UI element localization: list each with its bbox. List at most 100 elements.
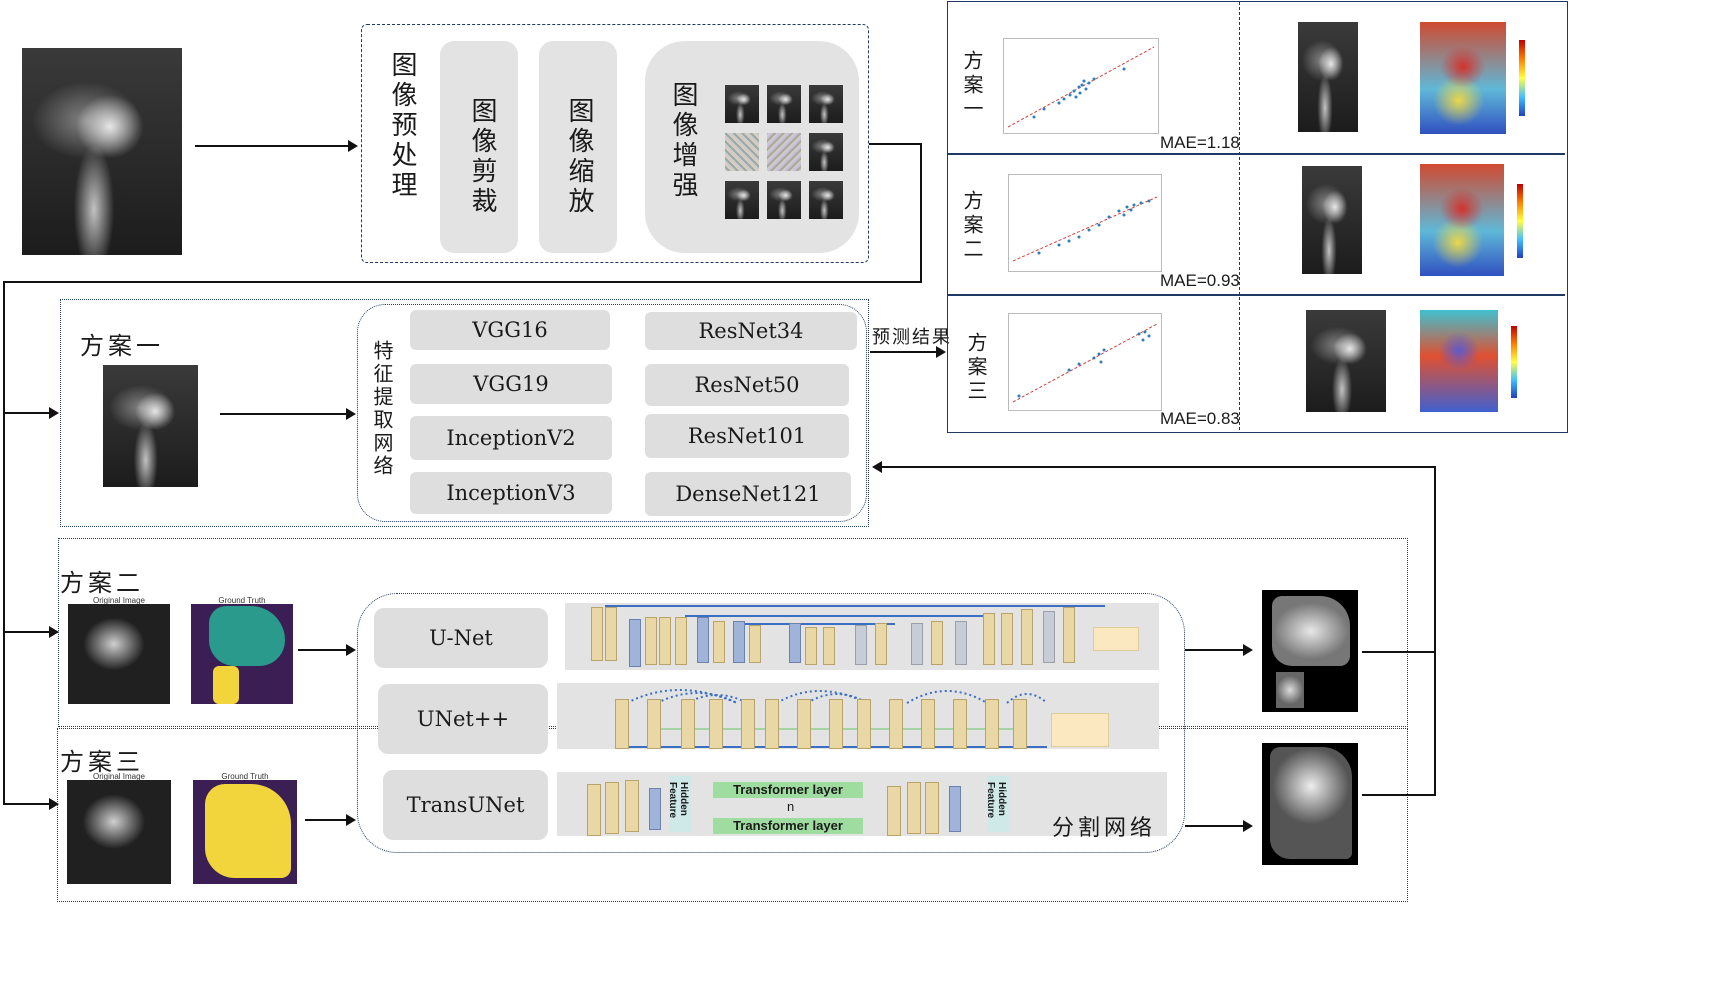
conv-block xyxy=(713,621,725,663)
conv-block xyxy=(889,699,903,749)
conv-block xyxy=(797,699,811,749)
conv-block xyxy=(931,621,943,665)
hidden-feature-right-label: Hidden Feature xyxy=(985,782,1007,819)
pool-block xyxy=(733,621,745,663)
seg-net-transunet: TransUNet xyxy=(383,770,548,840)
aug-thumb xyxy=(767,181,801,219)
return-arrow-horizontal xyxy=(880,466,1435,468)
arrowhead-icon xyxy=(936,346,946,358)
aug-thumb-noise xyxy=(725,133,759,171)
scale-pill: 图像缩放 xyxy=(539,41,617,253)
result1-scatter-chart xyxy=(1003,38,1159,134)
result2-scatter-chart xyxy=(1008,174,1162,272)
scheme2-output-image xyxy=(1262,590,1358,712)
network-inceptionv3: InceptionV3 xyxy=(410,472,612,514)
network-resnet50: ResNet50 xyxy=(645,364,849,406)
conv-block xyxy=(921,699,935,749)
arrowhead-icon xyxy=(346,408,356,420)
arrowhead-icon xyxy=(346,644,356,656)
result1-heatmap xyxy=(1420,22,1506,134)
feature-label: 特征提取网络 xyxy=(370,340,394,478)
output3-feedback xyxy=(1362,794,1436,796)
conv-block xyxy=(857,699,871,749)
conv-block xyxy=(741,699,755,749)
scheme3-title: 方案三 xyxy=(60,748,144,776)
return-arrow-vertical xyxy=(1434,466,1436,795)
preprocess-box: 图像预处理 图像剪裁 图像缩放 图像增强 xyxy=(361,24,869,263)
output-block xyxy=(1093,627,1139,651)
predict-label: 预测结果 xyxy=(872,327,952,348)
arrow-scheme1-to-features xyxy=(220,413,348,415)
conv-block xyxy=(875,623,887,665)
aug-thumb xyxy=(809,181,843,219)
aug-thumb xyxy=(725,181,759,219)
output2-feedback xyxy=(1362,651,1436,653)
conv-block xyxy=(983,613,995,665)
arrow-scheme2-to-seg xyxy=(298,649,348,651)
conv-block xyxy=(829,699,843,749)
feature-network-box xyxy=(357,304,867,522)
aug-thumb-noise xyxy=(767,133,801,171)
scale-label: 图像缩放 xyxy=(564,97,594,217)
arrowhead-left-icon xyxy=(872,461,882,473)
scheme2-img1-caption: Original Image xyxy=(92,596,146,605)
aug-thumb xyxy=(725,85,759,123)
result3-mae: MAE=0.83 xyxy=(1160,409,1240,428)
network-resnet101: ResNet101 xyxy=(645,414,849,458)
preprocess-title: 图像预处理 xyxy=(387,51,417,201)
pool-block xyxy=(649,788,661,830)
conv-block xyxy=(1001,613,1013,665)
crop-pill: 图像剪裁 xyxy=(440,41,518,253)
skip-line xyxy=(735,623,895,625)
upconv-block xyxy=(855,625,867,665)
aug-thumb xyxy=(809,85,843,123)
conv-block xyxy=(709,699,723,749)
result2-xray xyxy=(1302,166,1362,274)
hidden-feature-left xyxy=(669,776,691,832)
seg-net-unet: U-Net xyxy=(374,608,548,668)
arrowhead-icon xyxy=(49,798,59,810)
connector-preprocess-down xyxy=(920,143,922,283)
network-inceptionv2: InceptionV2 xyxy=(410,416,612,460)
scheme3-output-image xyxy=(1262,743,1358,865)
rail-arrow-scheme3 xyxy=(3,803,51,805)
segmented-bone xyxy=(1270,747,1352,859)
crop-label: 图像剪裁 xyxy=(467,97,497,217)
conv-block xyxy=(805,627,817,665)
skip-line xyxy=(685,615,985,617)
result3-xray xyxy=(1306,310,1386,412)
conv-block xyxy=(887,786,901,836)
connector-preprocess-left xyxy=(3,281,922,283)
result1-xray xyxy=(1298,22,1358,132)
aug-thumb xyxy=(809,133,843,171)
unet-architecture xyxy=(565,603,1159,670)
conv-block xyxy=(659,617,671,665)
network-densenet121: DenseNet121 xyxy=(645,472,851,516)
conv-block xyxy=(823,627,835,665)
result3-scatter-chart xyxy=(1008,313,1162,411)
augment-pill: 图像增强 xyxy=(645,41,859,253)
result2-title: 方案二 xyxy=(960,190,984,262)
transformer-layer-top: Transformer layer xyxy=(713,782,863,798)
mask-yellow xyxy=(213,666,239,704)
rail-arrow-scheme2 xyxy=(3,631,51,633)
scheme1-xray xyxy=(103,365,198,487)
scheme3-img2-caption: Ground Truth xyxy=(221,772,269,781)
conv-block xyxy=(605,607,617,661)
scheme3-img1-caption: Original Image xyxy=(92,772,146,781)
segmented-bone xyxy=(1276,672,1304,708)
unetpp-architecture xyxy=(557,683,1159,749)
scheme1-title: 方案一 xyxy=(80,332,164,360)
scatter-plot xyxy=(1012,323,1158,403)
result3-title: 方案三 xyxy=(964,332,988,404)
arrow-seg-to-output2 xyxy=(1185,649,1245,651)
arrow-scheme3-to-seg xyxy=(305,819,348,821)
result3-colorbar xyxy=(1511,326,1517,398)
results-divider-h2 xyxy=(948,294,1565,296)
conv-block xyxy=(765,699,779,749)
scatter-plot xyxy=(1012,196,1158,262)
segmented-bone xyxy=(1272,596,1350,666)
conv-block xyxy=(587,784,601,836)
scheme2-ground-truth xyxy=(191,604,293,704)
conv-block xyxy=(681,699,695,749)
